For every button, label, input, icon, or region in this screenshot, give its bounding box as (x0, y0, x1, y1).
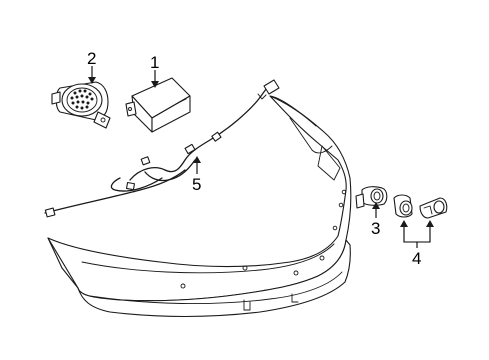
wiring-harness (44, 79, 280, 218)
control-module (125, 77, 191, 133)
parking-sensor (355, 186, 388, 209)
callout-5: 5 (192, 175, 201, 194)
leader-lines (88, 66, 434, 248)
callout-3: 3 (371, 219, 380, 238)
alarm-horn (51, 81, 111, 129)
sensor-bracket-set (393, 194, 448, 219)
callout-2: 2 (87, 49, 96, 68)
rear-bumper-cover (47, 95, 352, 318)
callout-4: 4 (412, 249, 421, 268)
callout-1: 1 (150, 53, 159, 72)
